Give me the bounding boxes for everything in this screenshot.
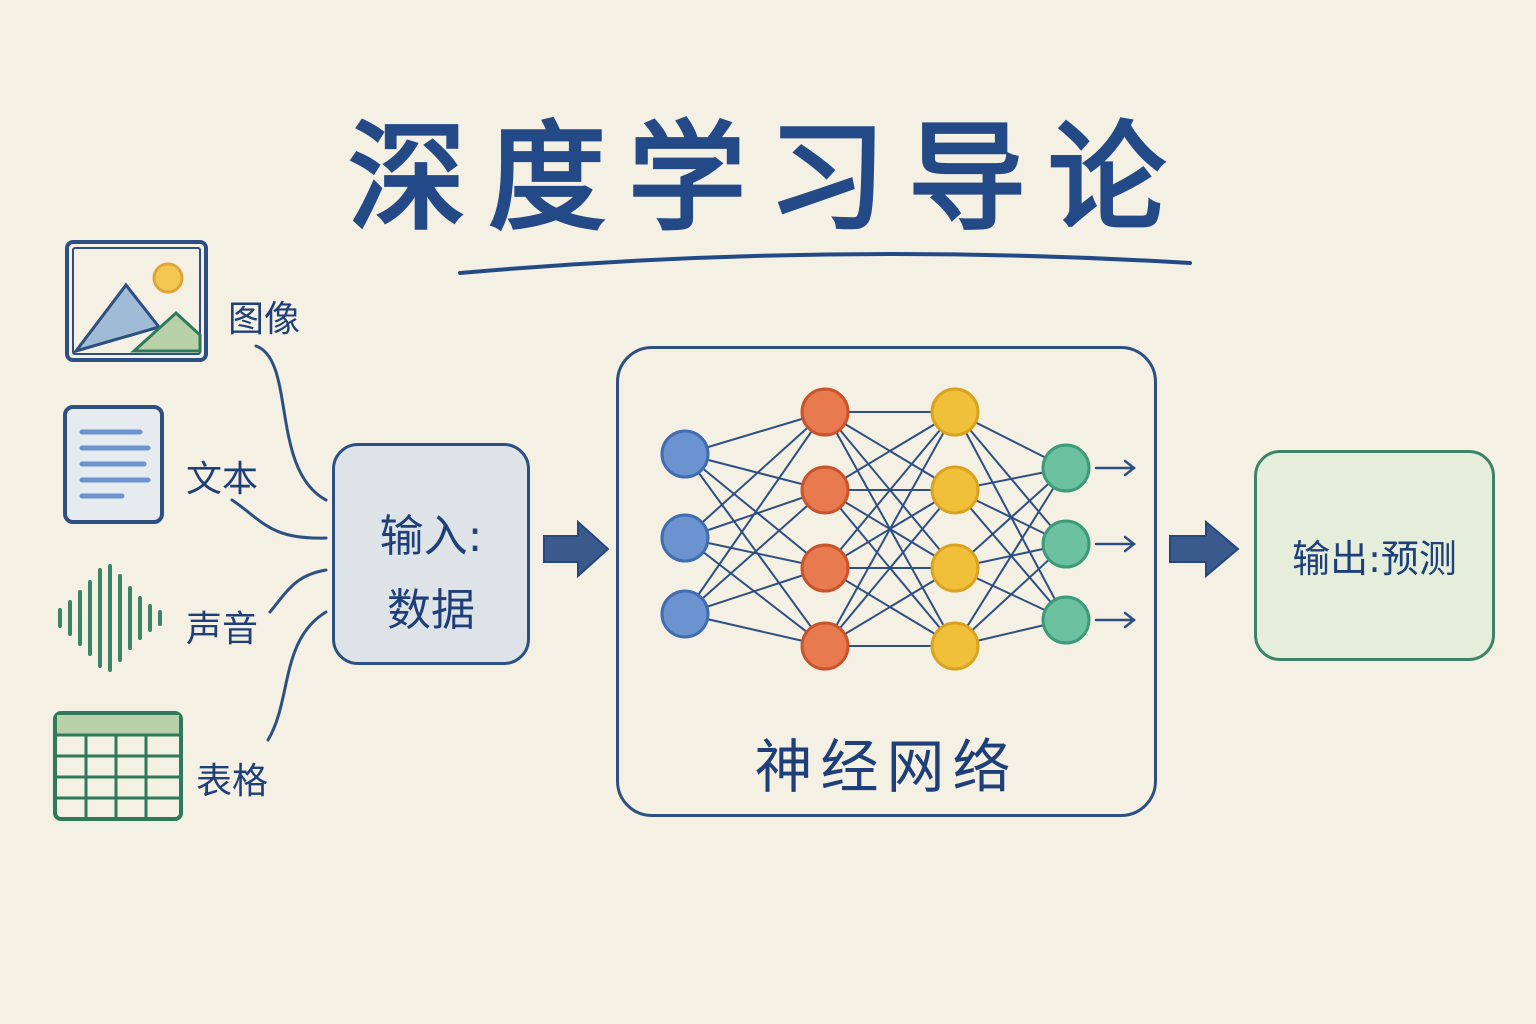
network-node-layer-4: [1041, 595, 1091, 645]
sound-label: 声音: [186, 609, 259, 650]
sound-wave-icon: [58, 564, 162, 672]
network-node-layer-2: [800, 543, 850, 593]
network-connection: [824, 489, 956, 647]
neural-network-label: 神经网络: [754, 733, 1019, 801]
network-node-layer-2: [800, 387, 850, 437]
network-node-layer-4: [1041, 443, 1091, 493]
network-connection: [684, 453, 826, 569]
network-connection: [684, 411, 826, 615]
image-icon: [65, 240, 208, 362]
network-connection: [684, 453, 826, 647]
output-arrow-icon: [1094, 459, 1137, 477]
text-label: 文本: [186, 459, 259, 500]
network-node-layer-3: [930, 465, 980, 515]
output-box-label: 输出:预测: [1292, 537, 1457, 581]
network-connection: [824, 411, 956, 491]
neural-network-box: [616, 346, 1157, 817]
input-box-title: 输入:: [379, 511, 483, 562]
title-underline: [458, 252, 1192, 275]
input-data-box: [332, 443, 530, 665]
arrow-right-icon: [543, 519, 610, 579]
page-title: 深度学习导论: [347, 109, 1188, 247]
network-connection: [954, 543, 1067, 647]
table-icon: [53, 711, 183, 821]
network-node-layer-3: [930, 387, 980, 437]
network-connection: [824, 411, 956, 647]
arrow-right-icon: [1169, 519, 1240, 579]
network-node-layer-3: [930, 621, 980, 671]
network-node-layer-1: [660, 429, 710, 479]
input-box-subtitle: 数据: [387, 585, 475, 636]
network-node-layer-3: [930, 543, 980, 593]
network-connection: [824, 567, 956, 647]
network-node-layer-1: [660, 513, 710, 563]
neural-network-diagram: [660, 387, 1137, 671]
network-connection: [954, 467, 1067, 647]
output-arrow-icon: [1094, 611, 1137, 629]
output-arrow-icon: [1094, 535, 1137, 553]
network-connection: [684, 567, 826, 615]
document-icon: [63, 405, 164, 524]
network-node-layer-1: [660, 589, 710, 639]
network-connection: [684, 411, 826, 539]
network-connection: [954, 467, 1067, 569]
network-node-layer-2: [800, 465, 850, 515]
image-label: 图像: [228, 299, 301, 340]
network-node-layer-2: [800, 621, 850, 671]
network-node-layer-4: [1041, 519, 1091, 569]
network-connection: [824, 411, 956, 569]
output-prediction-box: [1254, 450, 1495, 661]
network-connection: [684, 489, 826, 615]
table-label: 表格: [196, 761, 269, 802]
